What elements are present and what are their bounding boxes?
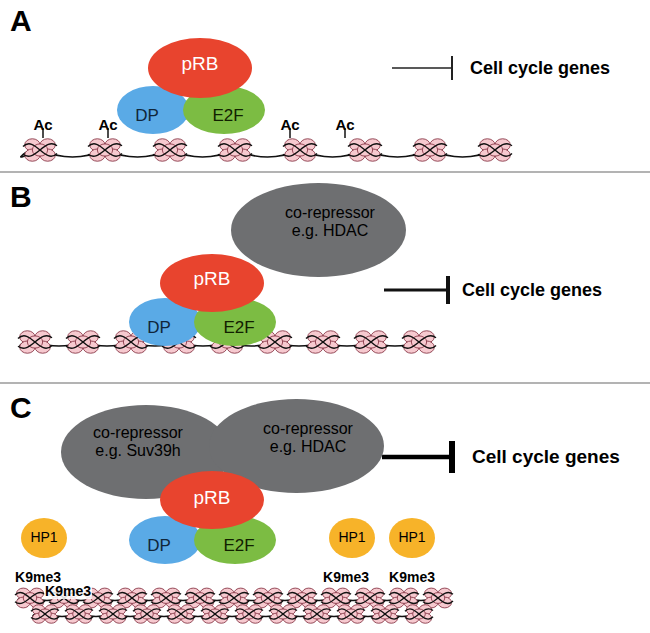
inhibition-symbol bbox=[392, 56, 452, 80]
nucleosome bbox=[478, 139, 512, 161]
node-text: co-repressor e.g. HDAC bbox=[274, 204, 386, 239]
k9me3-label: K9me3 bbox=[322, 569, 370, 585]
nucleosome bbox=[66, 331, 100, 353]
nucleosome bbox=[405, 605, 433, 623]
prb-oval: pRB bbox=[160, 254, 264, 312]
nucleosome bbox=[269, 605, 297, 623]
panel-letter: C bbox=[10, 391, 32, 425]
nucleosome bbox=[402, 331, 436, 353]
nucleosome bbox=[348, 139, 382, 161]
hp1-circle: HP1 bbox=[21, 518, 67, 558]
nucleosome bbox=[354, 331, 388, 353]
panel-letter: A bbox=[10, 4, 32, 38]
gene-label: Cell cycle genes bbox=[470, 58, 610, 79]
prb-oval: pRB bbox=[160, 471, 264, 529]
inhibition-symbol bbox=[384, 276, 448, 304]
node-text: E2F bbox=[223, 319, 254, 338]
nucleosome bbox=[88, 139, 122, 161]
nucleosome bbox=[413, 139, 447, 161]
hp1-circle: HP1 bbox=[389, 518, 435, 558]
nucleosome bbox=[283, 139, 317, 161]
nucleosome bbox=[99, 605, 127, 623]
panel-letter: B bbox=[10, 180, 32, 214]
node-text: DP bbox=[147, 319, 171, 338]
nucleosome bbox=[371, 605, 399, 623]
node-text: HP1 bbox=[30, 530, 57, 545]
node-text: DP bbox=[135, 107, 159, 126]
nucleosome bbox=[18, 331, 52, 353]
nucleosome bbox=[306, 331, 340, 353]
acetyl-label: Ac bbox=[33, 116, 52, 133]
nucleosome bbox=[23, 139, 57, 161]
node-text: co-repressor e.g. HDAC bbox=[252, 420, 364, 455]
panel-separator bbox=[0, 382, 650, 384]
k9me3-label: K9me3 bbox=[44, 583, 92, 599]
nucleosome bbox=[167, 605, 195, 623]
nucleosome bbox=[153, 139, 187, 161]
node-text: pRB bbox=[194, 269, 231, 290]
nucleosome bbox=[133, 605, 161, 623]
prb-oval: pRB bbox=[148, 38, 252, 98]
nucleosome bbox=[65, 605, 93, 623]
gene-label: Cell cycle genes bbox=[472, 446, 620, 468]
node-text: pRB bbox=[182, 54, 219, 75]
nucleosome bbox=[337, 605, 365, 623]
panel-separator bbox=[0, 171, 650, 173]
acetyl-label: Ac bbox=[280, 116, 299, 133]
node-text: pRB bbox=[194, 488, 231, 509]
chromatin bbox=[15, 128, 512, 623]
node-text: co-repressor e.g. Suv39h bbox=[80, 424, 196, 459]
node-text: DP bbox=[147, 537, 171, 556]
corepressor-oval: co-repressor e.g. HDAC bbox=[231, 183, 406, 277]
node-text: E2F bbox=[223, 537, 254, 556]
hp1-circle: HP1 bbox=[329, 518, 375, 558]
nucleosome bbox=[201, 605, 229, 623]
nucleosome bbox=[303, 605, 331, 623]
gene-label: Cell cycle genes bbox=[462, 280, 602, 301]
inhibition-symbol bbox=[382, 441, 452, 473]
node-text: HP1 bbox=[398, 530, 425, 545]
k9me3-label: K9me3 bbox=[388, 569, 436, 585]
nucleosome bbox=[235, 605, 263, 623]
nucleosome bbox=[218, 139, 252, 161]
acetyl-label: Ac bbox=[335, 116, 354, 133]
nucleosome bbox=[31, 605, 59, 623]
acetyl-label: Ac bbox=[98, 116, 117, 133]
node-text: HP1 bbox=[338, 530, 365, 545]
node-text: E2F bbox=[212, 107, 243, 126]
